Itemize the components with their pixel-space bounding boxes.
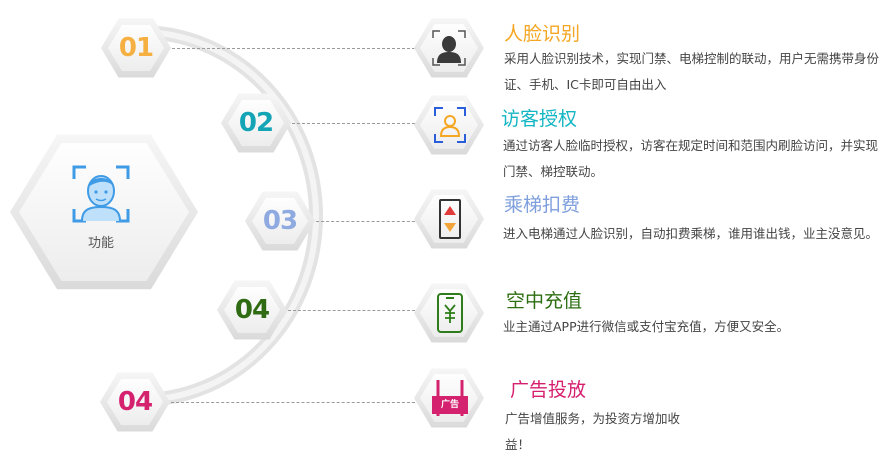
item-desc-4: 业主通过APP进行微信或支付宝充值，方便又安全。 bbox=[503, 319, 790, 334]
item-title-3: 乘梯扣费 bbox=[504, 194, 581, 216]
elevator-buttons-icon bbox=[439, 199, 461, 239]
item-number-3: 03 bbox=[262, 206, 298, 236]
face-scan-icon bbox=[72, 165, 130, 223]
phone-yuan-icon bbox=[437, 293, 463, 333]
item-title-1: 人脸识别 bbox=[504, 23, 581, 45]
center-label: 功能 bbox=[87, 236, 114, 251]
visitor-badge-icon bbox=[434, 107, 466, 143]
person-silhouette-icon bbox=[432, 30, 466, 66]
item-number-5: 04 bbox=[117, 387, 153, 417]
number-hexagon-3: 03 bbox=[245, 191, 315, 251]
item-desc-3: 进入电梯通过人脸识别，自动扣费乘梯，谁用谁出钱，业主没意见。 bbox=[503, 226, 879, 241]
item-desc-2: 通过访客人脸临时授权，访客在规定时间和范围内刷脸访问，并实现门禁、梯控联动。 bbox=[503, 138, 879, 179]
leader-line-1 bbox=[172, 48, 420, 49]
item-number-1: 01 bbox=[118, 33, 154, 63]
leader-line-4 bbox=[288, 310, 420, 311]
item-title-2: 访客授权 bbox=[501, 108, 578, 130]
leader-line-2 bbox=[292, 123, 420, 124]
item-number-4: 04 bbox=[234, 295, 270, 325]
item-desc-5: 广告增值服务，为投资方增加收益！ bbox=[505, 411, 681, 452]
item-number-2: 02 bbox=[238, 108, 274, 138]
leader-line-5 bbox=[171, 402, 420, 403]
leader-line-3 bbox=[316, 221, 420, 222]
item-title-4: 空中充值 bbox=[506, 290, 583, 312]
billboard-icon bbox=[432, 380, 468, 416]
billboard-icon-text: 广告 bbox=[440, 400, 459, 410]
item-title-5: 广告投放 bbox=[510, 379, 587, 401]
item-desc-1: 采用人脸识别技术，实现门禁、电梯控制的联动，用户无需携带身份证、手机、IC卡即可… bbox=[504, 51, 880, 92]
